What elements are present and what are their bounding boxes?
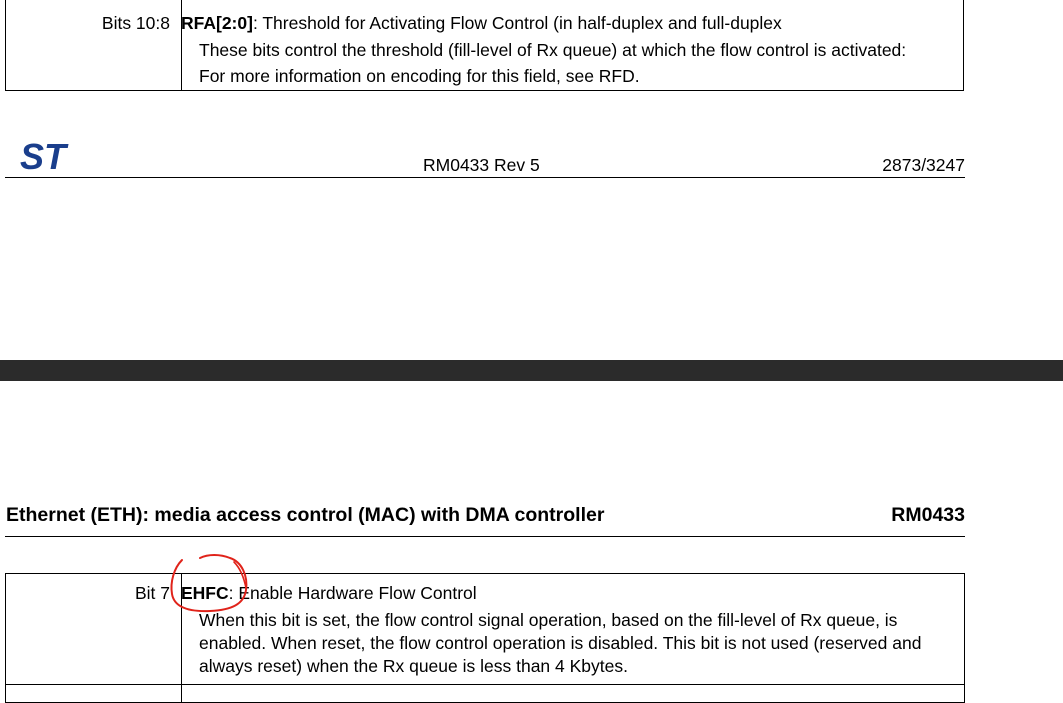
bit-label: Bit 7	[134, 583, 170, 603]
header-rule	[5, 536, 965, 537]
field-description-line: enabled. When reset, the flow control op…	[199, 633, 922, 653]
field-title: : Threshold for Activating Flow Control …	[252, 13, 782, 33]
page-separator	[0, 360, 1063, 381]
table-column-divider	[181, 0, 182, 90]
field-name: EHFC	[181, 583, 229, 603]
footer-doc-reference: RM0433 Rev 5	[423, 155, 540, 175]
st-logo-text: ST	[20, 139, 69, 173]
st-logo: ST	[20, 139, 69, 173]
section-title: Ethernet (ETH): media access control (MA…	[6, 504, 605, 526]
header-doc-reference: RM0433	[891, 504, 965, 526]
field-description-line: For more information on encoding for thi…	[199, 66, 640, 86]
field-title: : Enable Hardware Flow Control	[228, 583, 477, 603]
table-column-divider	[181, 574, 182, 702]
field-heading: RFA[2:0]: Threshold for Activating Flow …	[181, 10, 782, 36]
field-heading: EHFC: Enable Hardware Flow Control	[181, 580, 477, 606]
footer-rule	[5, 177, 965, 178]
footer-page-number: 2873/3247	[882, 155, 965, 175]
field-description-line: always reset) when the Rx queue is less …	[199, 656, 628, 676]
field-description-line: These bits control the threshold (fill-l…	[199, 40, 907, 60]
bit-range-label: Bits 10:8	[101, 13, 170, 33]
table-row-rule	[6, 684, 964, 685]
register-table-top	[5, 0, 964, 91]
field-name: RFA[2:0]	[181, 13, 253, 33]
field-description-line: When this bit is set, the flow control s…	[199, 610, 898, 630]
